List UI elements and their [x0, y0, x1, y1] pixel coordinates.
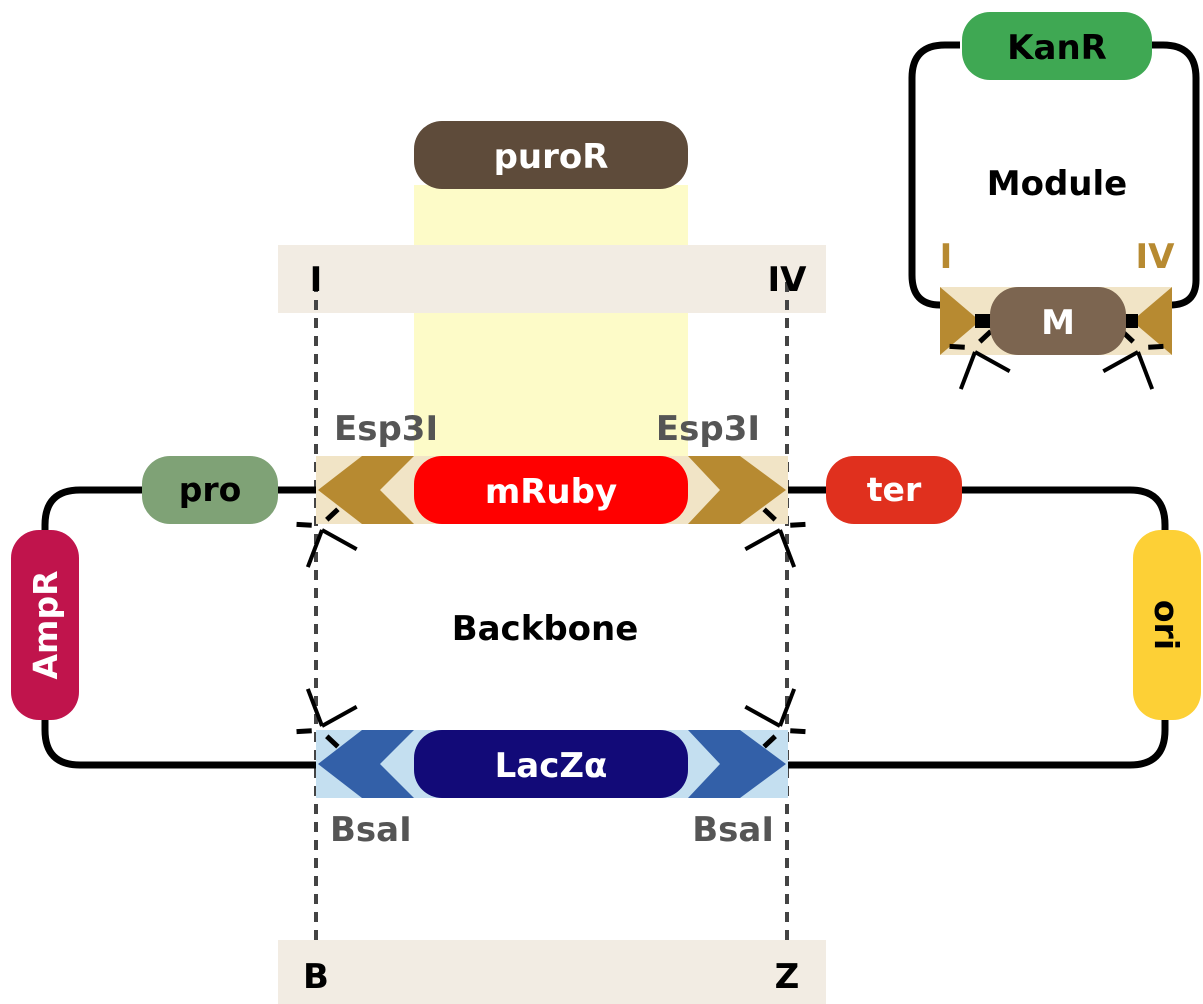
overhang-bottom-right: Z: [775, 957, 800, 997]
ter-label: ter: [867, 470, 922, 509]
puror-label: puroR: [494, 137, 609, 177]
esp3i-right-label: Esp3I: [656, 409, 760, 449]
overhang-top-right: IV: [768, 260, 808, 300]
overhang-band-top: [278, 245, 826, 313]
pro-pill: [142, 456, 278, 524]
pro-label: pro: [179, 470, 242, 509]
module-title: Module: [987, 164, 1127, 204]
ampr-pill: [11, 530, 79, 720]
backbone-title: Backbone: [452, 609, 639, 649]
kanr-label: KanR: [1007, 28, 1107, 68]
overhang-band-bottom: [278, 940, 826, 1004]
esp3i-left-arrow: [318, 456, 414, 524]
puror-pill: [414, 121, 688, 189]
mruby-label: mRuby: [485, 472, 617, 512]
esp3i-right-arrow: [688, 456, 786, 524]
module-overhang-left: I: [940, 237, 953, 277]
kanr-pill: [962, 12, 1152, 80]
bsai-right-arrow: [688, 730, 786, 798]
module-left-overhang-arrow: [940, 287, 980, 355]
overhang-top-left: I: [310, 260, 323, 300]
esp3i-left-label: Esp3I: [334, 409, 438, 449]
puror-highlight: [414, 185, 688, 460]
ampr-label: AmpR: [26, 571, 65, 680]
ter-pill: [826, 456, 962, 524]
module-part-pill: [990, 287, 1126, 355]
lacz-label: LacZα: [495, 746, 608, 786]
ori-label: ori: [1147, 600, 1186, 650]
ori-pill: [1133, 530, 1201, 720]
bsai-left-arrow: [318, 730, 414, 798]
lacz-pill: [414, 730, 688, 798]
overhang-bottom-left: B: [303, 957, 329, 997]
module-right-overhang-arrow: [1132, 287, 1172, 355]
bsai-right-label: BsaI: [692, 810, 774, 850]
module-overhang-right: IV: [1136, 237, 1176, 277]
bsai-left-label: BsaI: [330, 810, 412, 850]
mruby-pill: [414, 456, 688, 524]
module-part-label: M: [1041, 303, 1075, 343]
module-loop: [908, 41, 1200, 309]
